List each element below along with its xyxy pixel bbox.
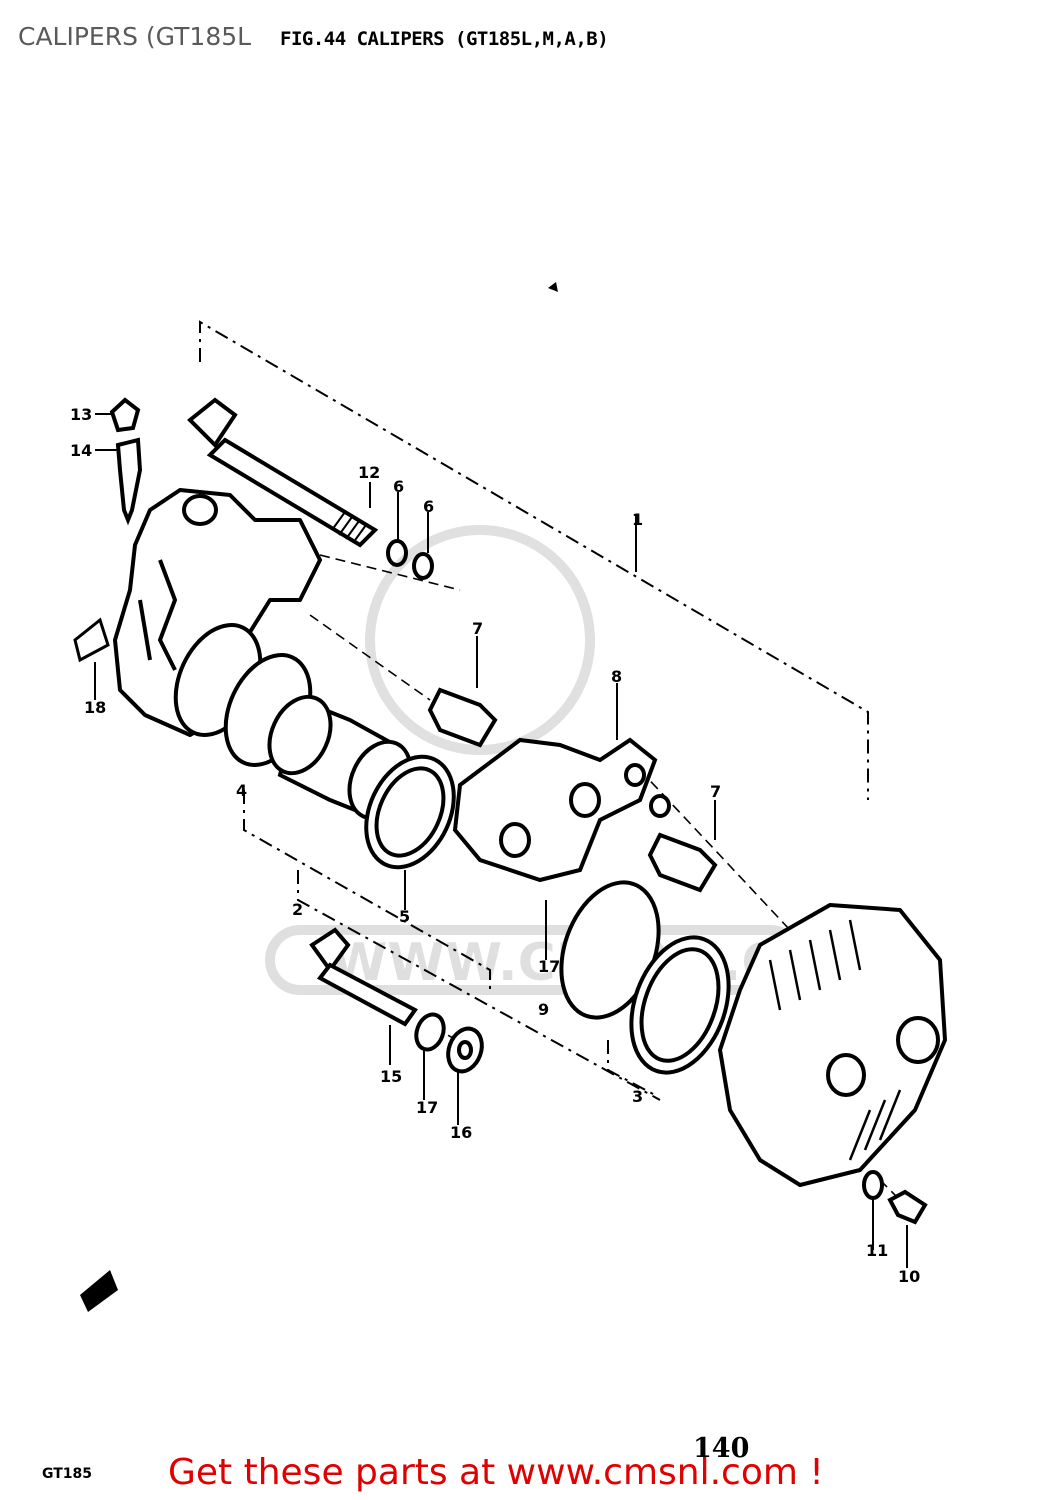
callout-16: 16 [450, 1123, 472, 1142]
caliper-pin [187, 397, 379, 548]
callout-13: 13 [70, 405, 92, 424]
callout-17a: 17 [416, 1098, 438, 1117]
callout-4: 4 [236, 781, 247, 800]
plate [73, 617, 110, 663]
callout-9: 9 [538, 1000, 549, 1019]
callout-6b: 6 [423, 497, 434, 516]
callout-12: 12 [358, 463, 380, 482]
caliper-bracket [452, 737, 671, 883]
callout-3: 3 [632, 1087, 643, 1106]
page-number: 140 [693, 1433, 750, 1464]
callout-8: 8 [611, 667, 622, 686]
bleeder-valve [109, 397, 143, 526]
cover-screw [862, 1170, 928, 1225]
mounting-bolt [309, 927, 484, 1074]
callout-5: 5 [399, 907, 410, 926]
callout-7b: 7 [710, 782, 721, 801]
callout-6a: 6 [393, 477, 404, 496]
callout-15: 15 [380, 1067, 402, 1086]
o-rings [386, 539, 434, 580]
bushings [427, 687, 718, 893]
callout-numbers: 1 2 3 4 5 6 6 7 7 8 9 10 11 12 13 14 15 … [70, 405, 920, 1286]
callout-14: 14 [70, 441, 92, 460]
brake-pads [559, 880, 731, 1075]
callout-17b: 17 [538, 957, 560, 976]
leader-lines [94, 413, 908, 1268]
model-label: GT185 [42, 1466, 93, 1482]
figure-title: FIG.44 CALIPERS (GT185L,M,A,B) [280, 28, 609, 50]
callout-7a: 7 [472, 619, 483, 638]
callout-11: 11 [866, 1241, 888, 1260]
cmsnl-link[interactable]: Get these parts at www.cmsnl.com ! [168, 1452, 824, 1493]
callout-18: 18 [84, 698, 106, 717]
seals-and-piston [173, 623, 456, 870]
caliper-body-right [718, 903, 947, 1187]
scan-marks [80, 282, 558, 1312]
callout-10: 10 [898, 1267, 920, 1286]
assembly-brackets [199, 320, 869, 1101]
callout-1: 1 [632, 510, 643, 529]
page-title: CALIPERS (GT185L [18, 22, 252, 51]
callout-2: 2 [292, 900, 303, 919]
